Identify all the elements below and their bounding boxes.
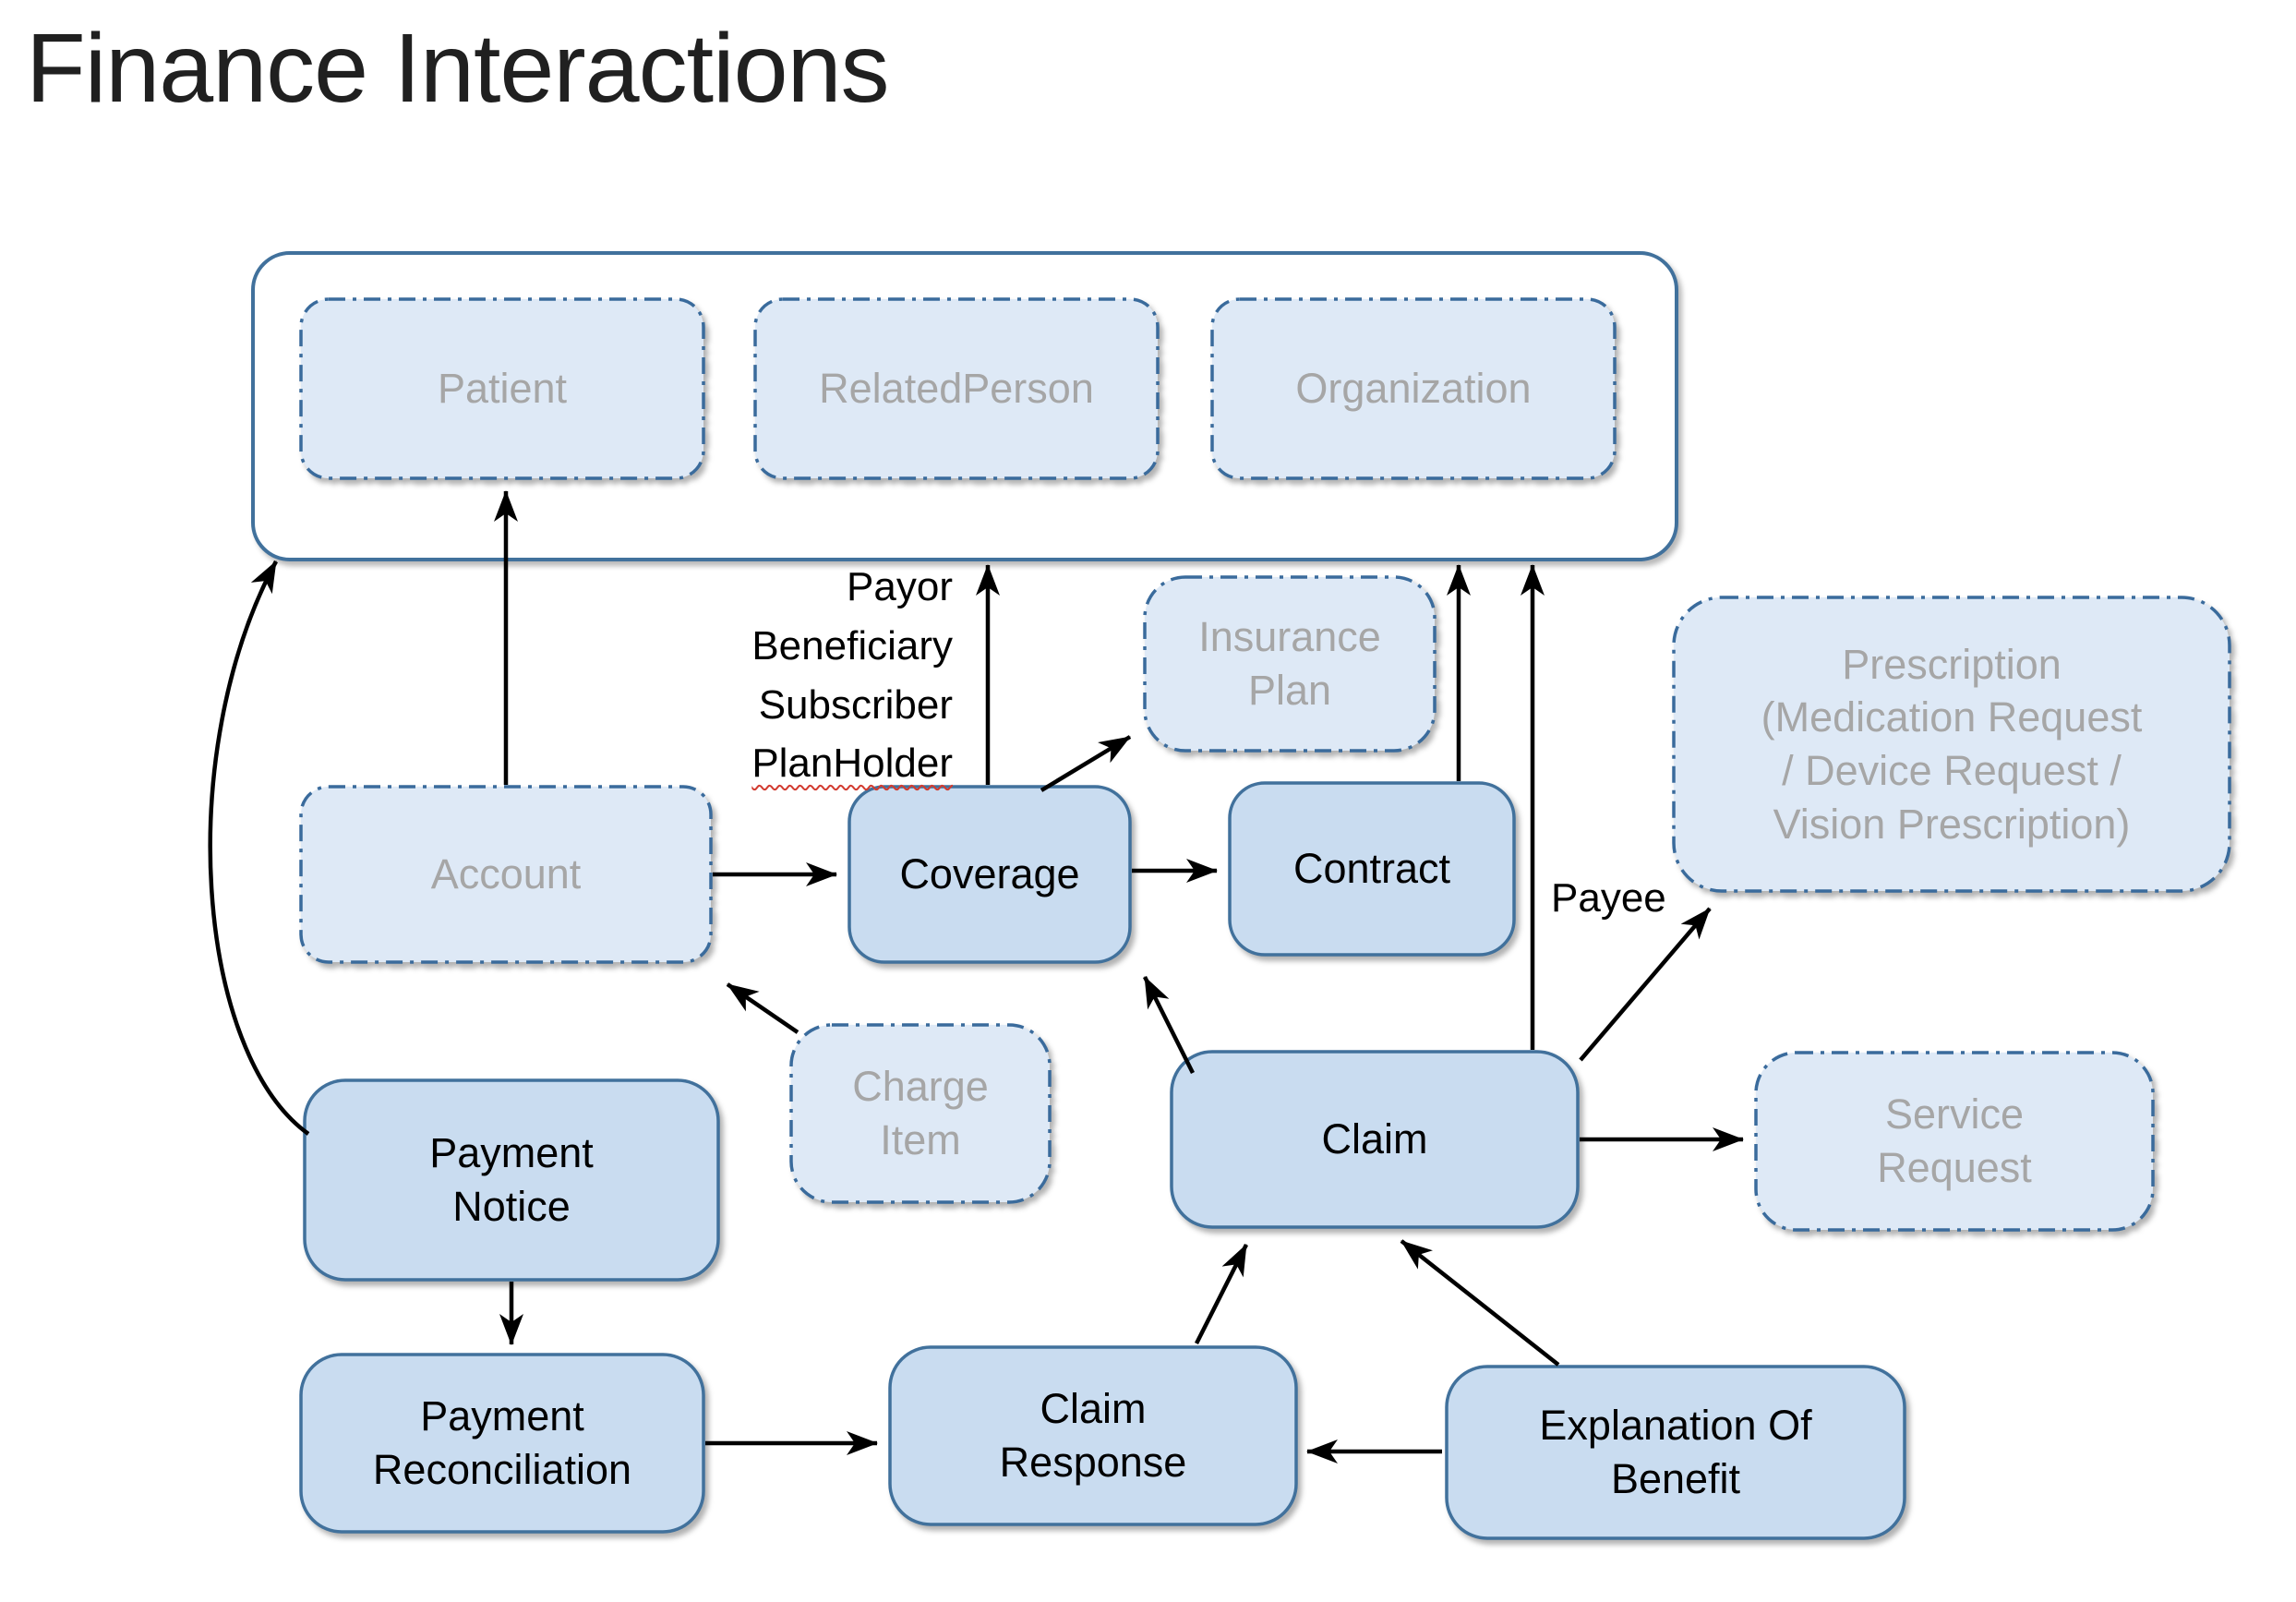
node-claim-response-line2: Response	[999, 1439, 1187, 1486]
node-insurance-plan-line1: Insurance	[1198, 613, 1381, 661]
node-eob-line2: Benefit	[1610, 1455, 1741, 1502]
node-contract-label: Contract	[1292, 845, 1451, 893]
node-coverage: Coverage	[849, 787, 1130, 962]
node-service-request-line1: Service	[1884, 1090, 2025, 1138]
coverage-role-subscriber: Subscriber	[758, 681, 953, 728]
node-claim: Claim	[1172, 1052, 1578, 1227]
node-payment-reconciliation-line1: Payment	[420, 1392, 584, 1440]
payee-label: Payee	[1551, 875, 1666, 921]
node-related-person: RelatedPerson	[755, 299, 1158, 478]
node-prescription-line3: / Device Request /	[1782, 747, 2122, 794]
node-prescription: Prescription (Medication Request / Devic…	[1674, 597, 2230, 891]
node-payment-notice: Payment Notice	[305, 1080, 718, 1280]
node-payment-notice-line1: Payment	[429, 1129, 594, 1177]
node-account-label: Account	[430, 850, 582, 898]
node-claim-response: Claim Response	[890, 1347, 1296, 1524]
node-eob-line1: Explanation Of	[1539, 1402, 1812, 1450]
arrow-payment-notice-to-party-group-curved	[208, 560, 310, 1136]
node-payment-notice-line2: Notice	[452, 1183, 571, 1230]
node-patient: Patient	[301, 299, 703, 478]
node-organization: Organization	[1212, 299, 1615, 478]
node-claim-label: Claim	[1321, 1115, 1428, 1163]
node-prescription-line1: Prescription	[1842, 640, 2062, 688]
coverage-role-beneficiary: Beneficiary	[751, 622, 953, 669]
node-claim-response-line1: Claim	[1040, 1385, 1147, 1433]
coverage-role-planholder: PlanHolder	[751, 741, 953, 787]
node-charge-item: Charge Item	[791, 1025, 1050, 1202]
node-coverage-label: Coverage	[899, 850, 1080, 898]
node-prescription-line2: (Medication Request	[1761, 693, 2143, 741]
arrow-coverage-to-insurance-plan	[1040, 735, 1132, 792]
node-insurance-plan-line2: Plan	[1247, 667, 1332, 714]
node-related-person-label: RelatedPerson	[819, 365, 1094, 413]
node-patient-label: Patient	[437, 365, 568, 413]
coverage-roles-label: Payor Beneficiary Subscriber PlanHolder	[646, 558, 953, 793]
node-prescription-line4: Vision Prescription)	[1773, 800, 2131, 848]
node-account: Account	[301, 787, 711, 962]
node-explanation-of-benefit: Explanation Of Benefit	[1447, 1367, 1905, 1538]
coverage-role-payor: Payor	[847, 564, 953, 609]
node-service-request-line2: Request	[1877, 1144, 2032, 1191]
arrow-claim-response-to-claim	[1194, 1243, 1249, 1345]
node-payment-reconciliation: Payment Reconciliation	[301, 1355, 703, 1532]
node-payment-reconciliation-line2: Reconciliation	[372, 1446, 632, 1493]
node-charge-item-line2: Item	[880, 1116, 961, 1163]
arrow-charge-item-to-account	[726, 982, 799, 1034]
node-insurance-plan: Insurance Plan	[1145, 577, 1435, 751]
node-contract: Contract	[1230, 783, 1514, 955]
arrow-claim-to-prescription	[1579, 907, 1712, 1062]
node-organization-label: Organization	[1295, 365, 1532, 413]
arrow-eob-to-claim	[1400, 1239, 1560, 1367]
node-service-request: Service Request	[1756, 1053, 2153, 1230]
node-charge-item-line1: Charge	[852, 1063, 989, 1111]
page-title: Finance Interactions	[26, 14, 890, 123]
